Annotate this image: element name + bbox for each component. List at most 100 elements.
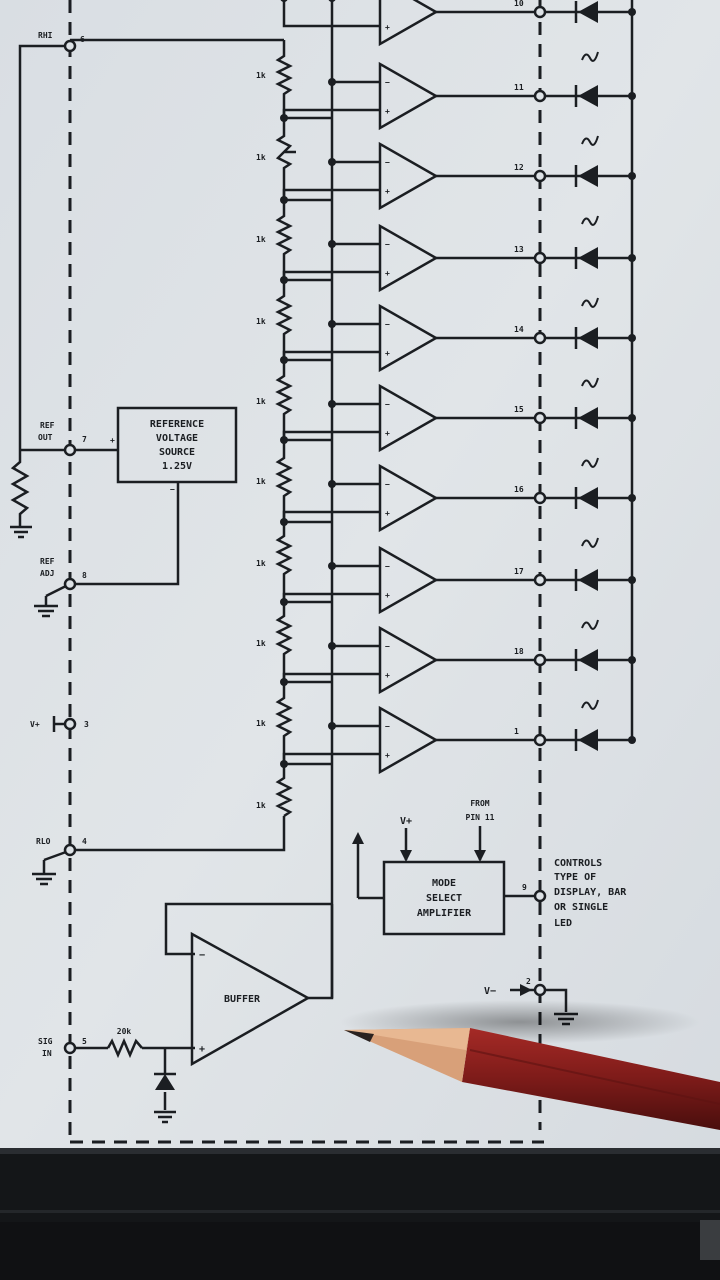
led-diode-icon (578, 487, 598, 509)
led-diode-icon (578, 729, 598, 751)
bus-junction (328, 320, 336, 328)
comparator-minus: − (385, 158, 390, 167)
ref-minus-sign: − (170, 485, 175, 494)
led-diode-icon (578, 85, 598, 107)
ladder-junction (280, 276, 288, 284)
bus-junction (328, 642, 336, 650)
ref-box-line-2: VOLTAGE (156, 433, 198, 444)
bus-junction (328, 480, 336, 488)
bus-junction (328, 722, 336, 730)
output-pin-node (533, 733, 547, 747)
led-rail-junction (628, 576, 636, 584)
comparator-minus: − (385, 320, 390, 329)
pin-refout-num: 7 (82, 435, 87, 444)
light-emission-icon (581, 537, 599, 548)
comparator-plus: + (385, 429, 390, 438)
resistor-ladder (275, 40, 296, 818)
output-pin-number: 14 (514, 325, 524, 334)
ground-icon (34, 584, 67, 618)
up-arrow-icon (352, 832, 364, 844)
comparator-plus: + (385, 349, 390, 358)
mode-vplus-label: V+ (400, 816, 412, 827)
output-pin-node (533, 251, 547, 265)
led-rail-junction (628, 736, 636, 744)
output-pin-node (533, 411, 547, 425)
controls-line-2: TYPE OF (554, 872, 596, 883)
pin-sig-label-1: SIG (38, 1037, 53, 1046)
comparator-triangle (378, 303, 439, 373)
down-arrow-icon (474, 850, 486, 862)
output-pin-number: 12 (514, 163, 524, 172)
comparator-plus: + (385, 751, 390, 760)
comparator-minus: − (385, 480, 390, 489)
comparator-plus: + (385, 187, 390, 196)
vminus-arrow-icon (520, 984, 532, 996)
mode-select-box: MODE SELECT AMPLIFIER (382, 860, 506, 936)
light-emission-icon (581, 215, 599, 226)
buffer-label: BUFFER (224, 994, 261, 1005)
from-pin-line-2: PIN 11 (466, 813, 495, 822)
comparator-plus: + (385, 107, 390, 116)
comparator-minus: − (385, 78, 390, 87)
led-diode-icon (578, 247, 598, 269)
pin-vplus-num: 3 (84, 720, 89, 729)
light-emission-icon (581, 135, 599, 146)
pin-refadj-label-1: REF (40, 557, 55, 566)
ladder-junction (280, 196, 288, 204)
light-emission-icon (581, 297, 599, 308)
output-pin-node (533, 5, 547, 19)
resistor-label: 1k (256, 477, 266, 486)
resistor-label: 1k (256, 719, 266, 728)
output-pin-number: 15 (514, 405, 524, 414)
bus-junction (328, 562, 336, 570)
comparator-triangle (378, 705, 439, 775)
sig-resistor-label: 20k (117, 1027, 132, 1036)
ladder-junction (280, 678, 288, 686)
comparator-minus: − (385, 562, 390, 571)
led-rail-junction (628, 92, 636, 100)
comparator-plus: + (385, 671, 390, 680)
comparator-triangle (378, 625, 439, 695)
output-pin-number: 16 (514, 485, 524, 494)
led-diode-icon (578, 407, 598, 429)
pin-nodes (63, 39, 547, 1055)
led-diode-icon (578, 165, 598, 187)
led-diode-icon (578, 327, 598, 349)
ladder-junction (280, 518, 288, 526)
led-rail-junction (628, 334, 636, 342)
mode-box-line-3: AMPLIFIER (417, 908, 472, 919)
ref-box-line-3: SOURCE (159, 447, 195, 458)
bus-junction (328, 78, 336, 86)
led-diode-icon (578, 1, 598, 23)
plus-input-wire (282, 0, 380, 28)
pin-vminus-num: 2 (526, 977, 531, 986)
ladder-junction (280, 356, 288, 364)
pin-rlo-num: 4 (82, 837, 87, 846)
comparator-stage: −+11k (256, 705, 636, 810)
ref-box-line-1: REFERENCE (150, 419, 204, 430)
pin-vminus-label: V− (484, 986, 496, 997)
down-arrow-icon (400, 850, 412, 862)
output-pin-node (533, 573, 547, 587)
output-pin-number: 11 (514, 83, 524, 92)
pin-mode-num: 9 (522, 883, 527, 892)
output-pin-node (533, 653, 547, 667)
paper-background (0, 0, 720, 1148)
output-pin-node (533, 331, 547, 345)
ground-icon (10, 525, 32, 539)
ladder-junction (280, 760, 288, 768)
from-pin-line-1: FROM (470, 799, 489, 808)
ladder-junction (280, 114, 288, 122)
mode-box-line-1: MODE (432, 878, 456, 889)
controls-line-1: CONTROLS (554, 858, 602, 869)
light-emission-icon (581, 51, 599, 62)
pin-refout-label-2: OUT (38, 433, 53, 442)
light-emission-icon (581, 457, 599, 468)
